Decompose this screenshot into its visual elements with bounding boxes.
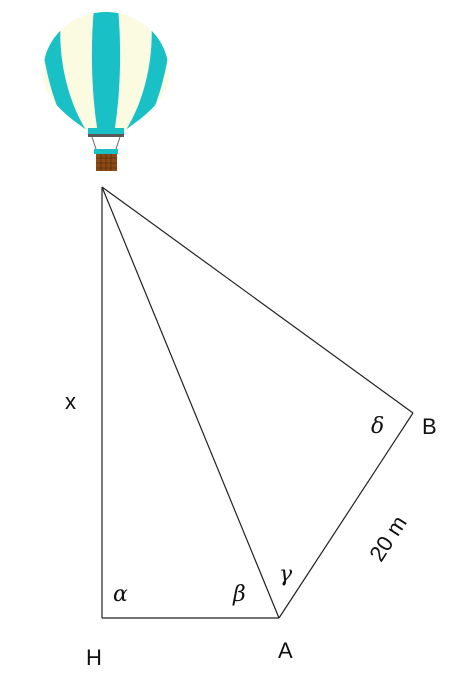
point-a-label: A <box>278 638 293 663</box>
edge-a-to-b <box>278 412 414 619</box>
angle-delta-label: δ <box>371 414 384 439</box>
point-h-label: H <box>86 645 102 670</box>
angle-beta-label: β <box>232 582 246 607</box>
height-label: x <box>65 389 76 414</box>
edge-top-to-a <box>101 186 280 619</box>
hot-air-balloon-icon <box>43 12 169 171</box>
side-ab-length-label: 20 m <box>364 511 412 566</box>
point-b-label: B <box>422 414 437 439</box>
edge-top-to-b <box>101 186 414 414</box>
angle-alpha-label: α <box>113 582 128 607</box>
angle-gamma-label: γ <box>279 562 293 587</box>
